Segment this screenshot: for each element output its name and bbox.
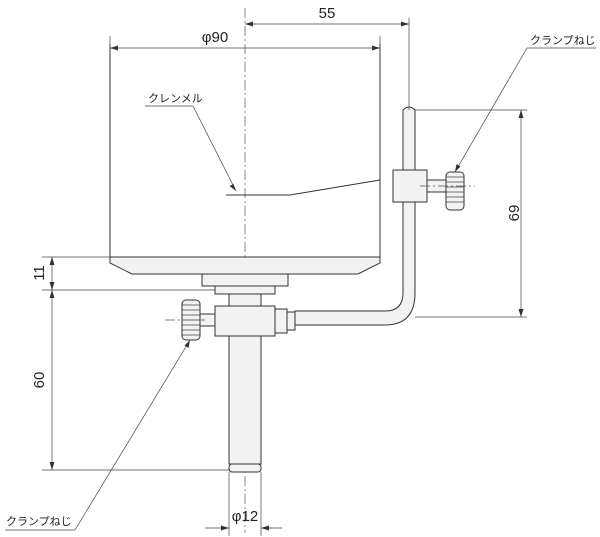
upper-clamp: [392, 169, 475, 211]
leader-clamp-screw-top: クランプねじ: [454, 34, 596, 173]
label-inner-part: クレンメル: [148, 92, 203, 105]
dim-bowl-diameter: φ90: [110, 29, 380, 51]
dim-base-thickness-label: 11: [31, 265, 48, 281]
l-rod: [294, 106, 416, 326]
lower-clamp: [165, 299, 296, 341]
dim-stand-height-label: 69: [506, 205, 523, 222]
dim-stand-height: 69: [415, 109, 527, 318]
dim-base-thickness: 11: [31, 256, 215, 291]
label-clamp-screw-bottom: クランプねじ: [6, 515, 72, 528]
label-clamp-screw-top: クランプねじ: [530, 34, 596, 47]
leader-clamp-screw-bottom: クランプねじ: [5, 339, 191, 531]
dim-stem-diameter-label: φ12: [232, 508, 258, 525]
dim-top-offset-label: 55: [319, 5, 336, 22]
dim-bowl-diameter-label: φ90: [202, 29, 228, 46]
dim-top-offset: 55: [245, 5, 410, 110]
inner-plate: [226, 179, 381, 196]
dim-stem-length-label: 60: [31, 372, 48, 389]
dim-stem-diameter: φ12: [205, 472, 282, 536]
leader-inner-part: クレンメル: [145, 92, 237, 192]
base-flange: [109, 256, 381, 295]
dim-stem-length: 60: [31, 290, 229, 471]
